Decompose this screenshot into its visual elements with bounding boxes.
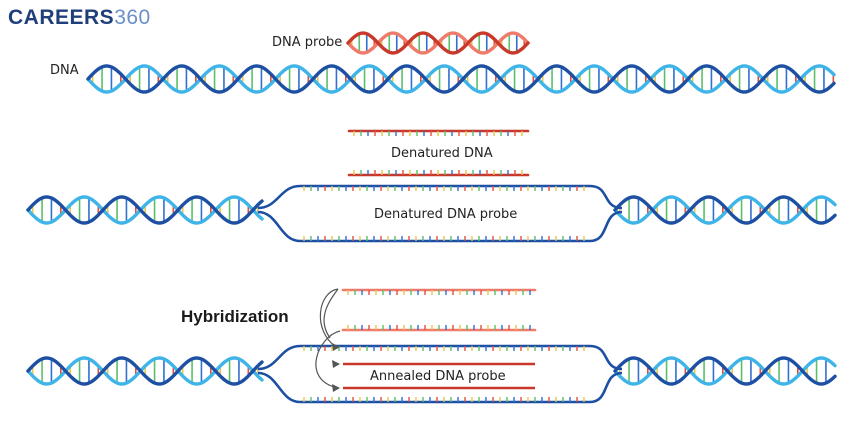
brand-logo: CAREERS360 bbox=[8, 6, 151, 30]
dna-helix-right-3 bbox=[613, 356, 837, 386]
dna-bubble-top-strand-3 bbox=[257, 344, 623, 371]
hybridization-arrow-inner bbox=[323, 288, 339, 339]
helix-strand bbox=[26, 356, 264, 386]
dna-probe-helix bbox=[346, 31, 530, 55]
dna-bubble-top-strand bbox=[257, 184, 623, 210]
arrow-head bbox=[332, 384, 340, 392]
dna-label: DNA bbox=[50, 63, 79, 78]
dna-helix-right bbox=[613, 195, 837, 225]
logo-number-text: 360 bbox=[114, 6, 151, 29]
helix-strand bbox=[86, 64, 836, 94]
dna-bubble-bottom-strand-3 bbox=[257, 371, 623, 404]
helix-strand bbox=[26, 195, 264, 225]
denatured-dna-probe-label: Denatured DNA probe bbox=[374, 207, 518, 222]
dna-helix-left bbox=[26, 195, 264, 225]
arrow-head bbox=[332, 360, 340, 368]
logo-brand-text: CAREERS bbox=[8, 6, 115, 29]
dna-probe-label: DNA probe bbox=[272, 35, 343, 50]
helix-strand bbox=[613, 195, 837, 225]
dna-helix-left-3 bbox=[26, 356, 264, 386]
helix-strand bbox=[26, 195, 264, 225]
arrow-head bbox=[332, 343, 340, 351]
hybridization-arrow-upper bbox=[319, 288, 339, 348]
helix-strand bbox=[86, 64, 836, 94]
hybridization-label: Hybridization bbox=[181, 307, 289, 326]
dna-double-helix bbox=[86, 64, 836, 94]
helix-strand bbox=[346, 31, 530, 55]
helix-strand bbox=[26, 356, 264, 386]
helix-strand bbox=[613, 356, 837, 386]
dna-bubble-bottom-strand bbox=[257, 210, 623, 243]
hybridization-arrow-lower bbox=[315, 330, 341, 389]
annealed-dna-probe-label: Annealed DNA probe bbox=[370, 369, 506, 384]
denatured-dna-label: Denatured DNA bbox=[391, 146, 493, 161]
